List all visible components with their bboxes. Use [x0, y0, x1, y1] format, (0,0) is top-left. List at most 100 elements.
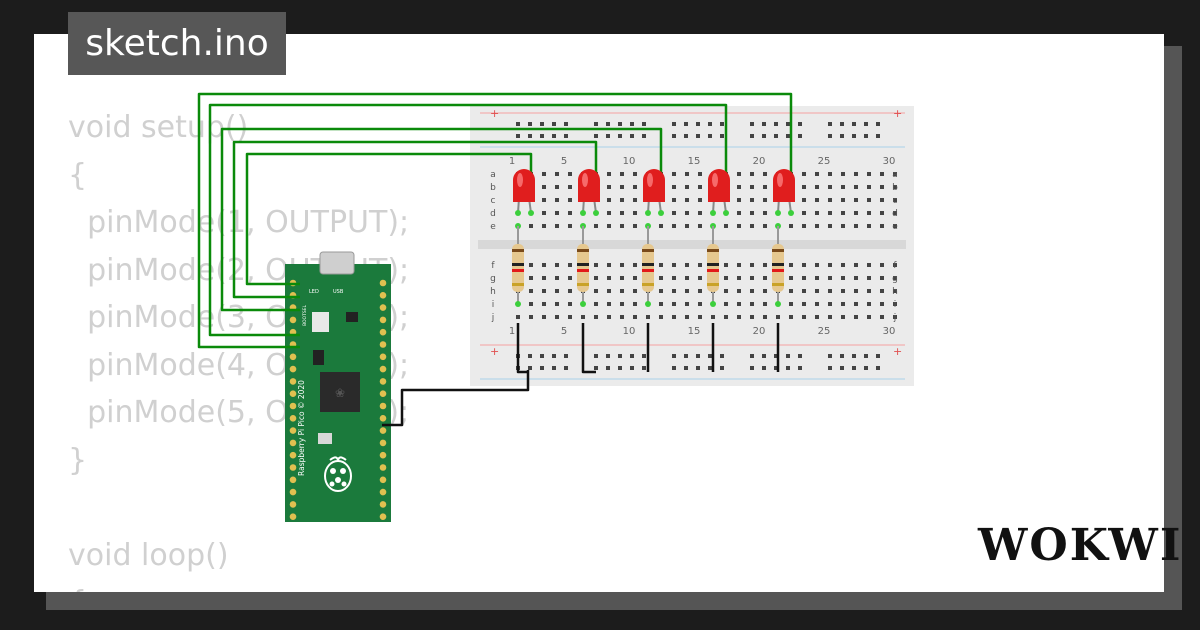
code-line: {: [68, 157, 88, 193]
breadboard-hole: [620, 315, 624, 319]
chip-logo: ❀: [335, 386, 345, 400]
breadboard-hole: [802, 263, 806, 267]
bootsel-button: [312, 312, 329, 332]
breadboard-hole: [763, 302, 767, 306]
row-letter: f: [893, 261, 897, 271]
breadboard-hole: [672, 315, 676, 319]
breadboard-hole: [802, 224, 806, 228]
breadboard-hole: [867, 302, 871, 306]
resistor-1: [512, 223, 524, 307]
pico-pad-left: [289, 365, 297, 373]
column-number: 10: [623, 156, 636, 167]
rail-hole: [540, 354, 544, 358]
breadboard-hole: [737, 198, 741, 202]
breadboard-hole: [672, 263, 676, 267]
column-number: 30: [883, 326, 896, 337]
usb-label: USB: [333, 289, 344, 295]
resistor-5: [772, 223, 784, 307]
rail-hole: [552, 122, 556, 126]
rail-hole: [696, 354, 700, 358]
breadboard-hole: [685, 289, 689, 293]
breadboard-hole: [607, 276, 611, 280]
pico-pad-left: [289, 427, 297, 434]
rail-hole: [840, 366, 844, 370]
breadboard-hole: [542, 289, 546, 293]
column-number: 15: [688, 156, 701, 167]
pico-pad-right: [379, 402, 387, 410]
breadboard-hole: [698, 276, 702, 280]
row-letter: h: [892, 287, 898, 297]
rail-hole: [840, 354, 844, 358]
rail-hole: [672, 134, 676, 138]
led-5: [773, 169, 795, 216]
pico-pad-right: [379, 341, 387, 348]
row-letter: b: [892, 183, 898, 193]
rail-hole: [828, 354, 832, 358]
breadboard-hole: [724, 224, 728, 228]
resistor-body: [642, 244, 654, 292]
rail-hole: [618, 134, 622, 138]
breadboard-hole: [802, 276, 806, 280]
breadboard-hole: [672, 211, 676, 215]
rail-hole: [708, 366, 712, 370]
rail-hole: [684, 134, 688, 138]
breadboard-hole: [607, 289, 611, 293]
breadboard-hole: [659, 224, 663, 228]
pico-pad-right: [379, 501, 387, 508]
breadboard-hole: [568, 211, 572, 215]
breadboard-hole: [867, 276, 871, 280]
breadboard-hole: [841, 198, 845, 202]
breadboard-hole: [867, 289, 871, 293]
rail-hole: [618, 366, 622, 370]
breadboard-hole: [594, 315, 598, 319]
rail-hole: [720, 122, 724, 126]
breadboard-hole: [841, 302, 845, 306]
breadboard-hole: [685, 185, 689, 189]
breadboard-hole: [815, 185, 819, 189]
wire-gp0-led1: [245, 152, 533, 286]
rail-hole: [672, 354, 676, 358]
breadboard-hole: [607, 198, 611, 202]
row-letter: j: [893, 313, 897, 323]
breadboard-hole: [542, 211, 546, 215]
rail-hole: [828, 134, 832, 138]
breadboard-hole: [854, 185, 858, 189]
breadboard-hole: [893, 315, 897, 319]
breadboard-hole: [542, 172, 546, 176]
rail-hole: [564, 354, 568, 358]
pico-pad-right: [379, 476, 387, 484]
breadboard-hole: [698, 211, 702, 215]
raspberry-pi-pico: ❀ Raspberry Pi Pico © 2020 LED USB BOOTS…: [285, 251, 391, 522]
breadboard-hole: [841, 185, 845, 189]
pico-pad-right: [379, 390, 387, 398]
breadboard-hole: [854, 198, 858, 202]
breadboard-hole: [659, 289, 663, 293]
file-title-tab[interactable]: sketch.ino: [68, 12, 286, 75]
breadboard-hole: [542, 302, 546, 306]
rail-hole: [750, 122, 754, 126]
breadboard-hole: [854, 224, 858, 228]
rail-hole: [786, 366, 790, 370]
breadboard-hole: [867, 224, 871, 228]
rail-hole: [852, 134, 856, 138]
breadboard-center-gap: [478, 240, 906, 249]
breadboard-hole: [750, 211, 754, 215]
breadboard-hole: [659, 276, 663, 280]
breadboard-hole: [893, 185, 897, 189]
breadboard-hole: [555, 302, 559, 306]
rail-hole: [552, 366, 556, 370]
rail-hole: [750, 354, 754, 358]
breadboard-hole: [802, 198, 806, 202]
breadboard-hole: [724, 302, 728, 306]
resistor-3: [642, 223, 654, 307]
breadboard-hole: [659, 302, 663, 306]
rail-hole: [552, 354, 556, 358]
breadboard-hole: [880, 211, 884, 215]
breadboard-hole: [880, 263, 884, 267]
breadboard-hole: [633, 302, 637, 306]
breadboard-hole: [854, 315, 858, 319]
breadboard-hole: [555, 289, 559, 293]
breadboard-hole: [568, 224, 572, 228]
row-letter: i: [894, 300, 897, 310]
breadboard-hole: [763, 276, 767, 280]
